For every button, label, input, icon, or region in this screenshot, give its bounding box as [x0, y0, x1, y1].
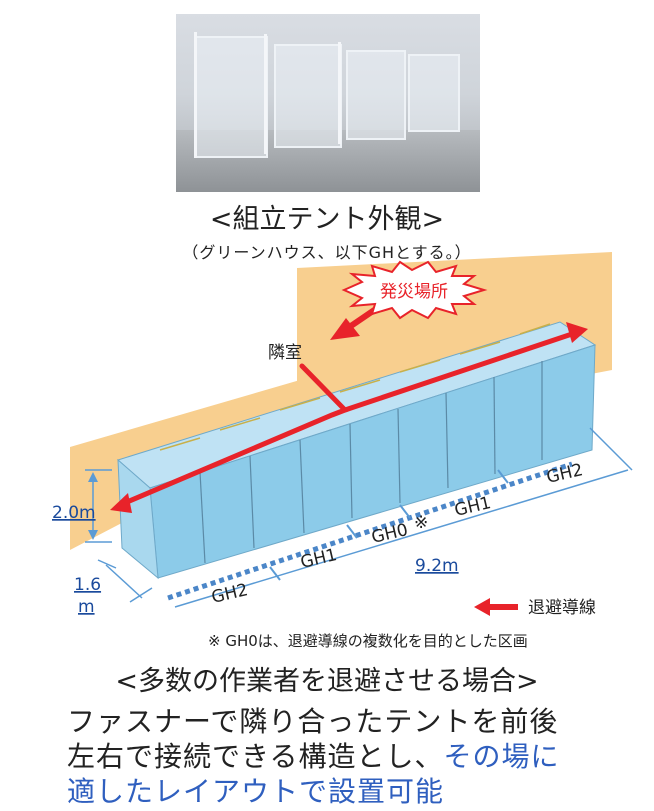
legend-label: 退避導線 — [528, 598, 596, 618]
section-label-gh2-right: GH2 — [545, 460, 585, 488]
tent-roof-frames — [159, 323, 551, 451]
fire-burst-icon — [341, 260, 488, 320]
section-label-gh1-left: GH1 — [299, 545, 339, 573]
tent-left-end — [117, 458, 159, 580]
section-label-gh1-right: GH1 — [453, 493, 493, 521]
base-dotted-line — [167, 461, 573, 601]
case-title: <多数の作業者を退避させる場合> — [115, 666, 539, 697]
photo-pole — [264, 34, 267, 154]
greenhouse-layout-diagram: 発災場所 隣室 2.0m 1.6 m GH2 GH1 GH0 ※ GH1 GH2… — [52, 252, 633, 618]
next-room-label: 隣室 — [268, 343, 302, 363]
dim-arrow — [88, 530, 98, 540]
photo-pole — [338, 42, 341, 144]
height-label: 2.0m — [52, 503, 96, 523]
photo-title: <組立テント外観> — [209, 204, 445, 235]
dim-arrow — [88, 472, 98, 482]
description-line-2: 左右で接続できる構造とし、その場に — [67, 735, 559, 775]
description-line-1: ファスナーで隣り合ったテントを前後 — [67, 705, 559, 738]
photo-pole — [194, 32, 197, 158]
photo-tent-2 — [274, 44, 342, 148]
fire-arrowhead — [330, 318, 360, 340]
depth-tick — [129, 587, 153, 603]
fire-label: 発災場所 — [380, 282, 448, 302]
route-arrowhead-right — [566, 322, 588, 343]
back-wall-top — [297, 268, 340, 320]
description-line-3: 適したレイアウトで設置可能 — [67, 775, 445, 808]
evacuation-route — [117, 331, 575, 508]
photo-subtitle: （グリーンハウス、以下GHとする。） — [182, 243, 472, 262]
photo-tent-3 — [346, 50, 406, 140]
section-ticks — [269, 469, 509, 581]
footnote: ※ GH0は、退避導線の複数化を目的とした区画 — [208, 632, 528, 650]
description-line-2-highlight: その場に — [443, 740, 560, 773]
route-arrowhead-left — [110, 493, 132, 513]
legend-arrowhead-icon — [474, 598, 490, 616]
tent-exterior-photo — [176, 14, 480, 192]
gh0-mark: ※ — [414, 513, 428, 533]
length-tick — [589, 427, 633, 471]
description-line-2-plain: 左右で接続できる構造とし、 — [67, 740, 444, 773]
length-label: 9.2m — [415, 556, 459, 576]
length-dimension — [174, 469, 629, 608]
depth-label-bottom: m — [78, 597, 95, 617]
depth-dimension — [105, 564, 143, 599]
tent-frames — [199, 361, 543, 564]
height-dimension — [85, 469, 112, 543]
depth-tick — [97, 559, 117, 569]
depth-label-top: 1.6 — [74, 575, 101, 595]
photo-tent-4 — [408, 54, 460, 132]
section-label-gh0: GH0 — [370, 520, 410, 548]
